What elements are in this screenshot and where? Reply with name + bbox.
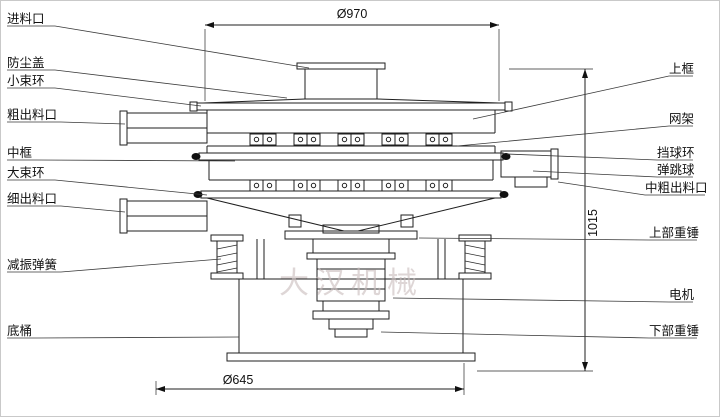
machine-drawing — [119, 62, 559, 362]
dimension-bottom-diameter: Ø645 — [155, 363, 465, 395]
upper-frame-rim — [189, 101, 513, 133]
small-clamp-ring-label: 小束环 — [7, 74, 45, 88]
large-clamp-ring-rim — [193, 190, 509, 199]
bottom-cone — [206, 197, 496, 234]
motor-assembly — [256, 230, 446, 338]
dimension-top-diameter: Ø970 — [204, 7, 500, 101]
damping-spring-right — [458, 234, 492, 280]
medium-coarse-outlet-label: 中粗出料口 — [645, 180, 708, 195]
feed-inlet-label: 进料口 — [7, 12, 45, 26]
feed-inlet — [296, 62, 386, 100]
large-clamp-ring-label: 大束环 — [7, 166, 45, 180]
motor-label: 电机 — [669, 288, 695, 302]
mesh-frame-row — [206, 132, 496, 153]
upper-frame-label: 上框 — [669, 62, 695, 76]
bouncing-ball-label: 弹跳球 — [657, 163, 695, 177]
fine-outlet-label: 细出料口 — [7, 192, 57, 206]
mesh-frame-label: 网架 — [669, 112, 694, 126]
dimension-height: 1015 — [477, 68, 600, 372]
fine-outlet-spout — [119, 198, 208, 234]
coarse-outlet-label: 粗出料口 — [7, 108, 57, 122]
lower-clamp-row — [209, 179, 493, 192]
dust-cover-label: 防尘盖 — [7, 55, 45, 70]
lower-weight-label: 下部重锤 — [649, 323, 699, 338]
bottom-diameter-dim: Ø645 — [223, 373, 254, 387]
coarse-outlet-spout — [119, 110, 208, 146]
upper-weight-label: 上部重锤 — [649, 225, 699, 240]
top-diameter-dim: Ø970 — [337, 7, 368, 21]
base-barrel-label: 底桶 — [7, 323, 32, 338]
ball-stop-ring-label: 挡球环 — [657, 146, 695, 160]
height-dim: 1015 — [586, 209, 600, 237]
base-barrel — [226, 278, 476, 362]
middle-frame-label: 中框 — [7, 145, 33, 160]
dust-cover — [202, 98, 500, 104]
damping-spring-left — [210, 234, 244, 280]
watermark-text: 大汉机械 — [279, 267, 423, 300]
middle-frame-rim — [191, 152, 511, 180]
leader-lines — [7, 25, 705, 339]
damping-spring-label: 减振弹簧 — [7, 257, 57, 272]
labels-left: 进料口 防尘盖 小束环 粗出料口 中框 大束环 细出料口 减振弹簧 底桶 — [7, 12, 57, 338]
medium-coarse-outlet-spout — [500, 148, 559, 188]
labels-right: 上框 网架 挡球环 弹跳球 中粗出料口 上部重锤 电机 下部重锤 — [645, 62, 708, 338]
